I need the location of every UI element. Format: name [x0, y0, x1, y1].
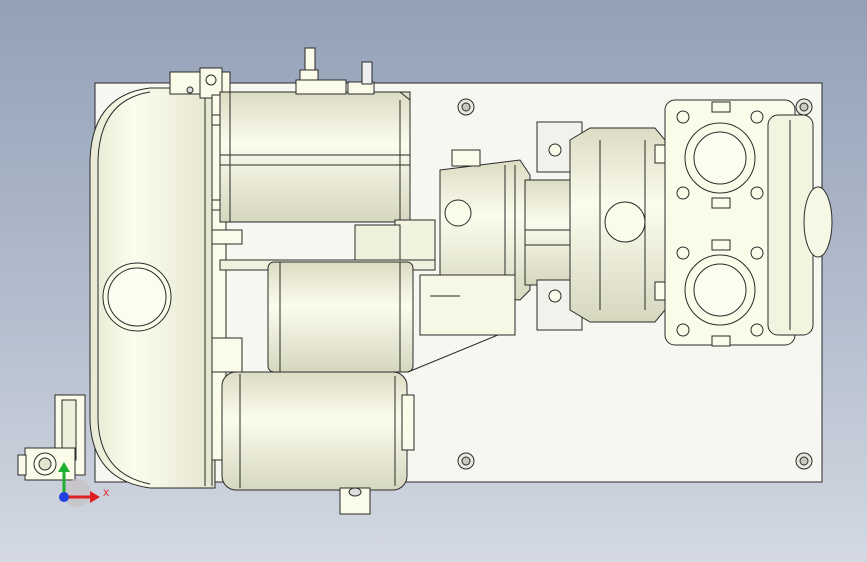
pressure-switch[interactable]	[295, 47, 375, 95]
outlet-port-upper[interactable]	[684, 122, 756, 194]
tank-top-fitting[interactable]	[169, 67, 231, 99]
coordinate-triad: X	[58, 462, 109, 507]
plate-bolt[interactable]	[795, 98, 813, 116]
drive-shaft[interactable]	[524, 179, 576, 286]
bottom-motor[interactable]	[221, 371, 415, 515]
x-axis-label: X	[103, 489, 109, 499]
upper-motor[interactable]	[219, 91, 411, 223]
plate-bolt[interactable]	[795, 452, 813, 470]
pump-manifold[interactable]	[664, 99, 833, 347]
z-axis-dot	[59, 492, 69, 502]
pump-body[interactable]	[569, 127, 668, 323]
outlet-port-lower[interactable]	[684, 254, 756, 326]
air-tank[interactable]	[89, 87, 216, 489]
bell-housing[interactable]	[419, 149, 531, 336]
plate-bolt[interactable]	[457, 98, 475, 116]
plate-bolt[interactable]	[457, 452, 475, 470]
triad-origin-disc	[63, 479, 91, 507]
y-axis-arrowhead	[58, 462, 70, 472]
left-bracket[interactable]	[17, 394, 86, 481]
x-axis-arrowhead	[90, 491, 100, 503]
